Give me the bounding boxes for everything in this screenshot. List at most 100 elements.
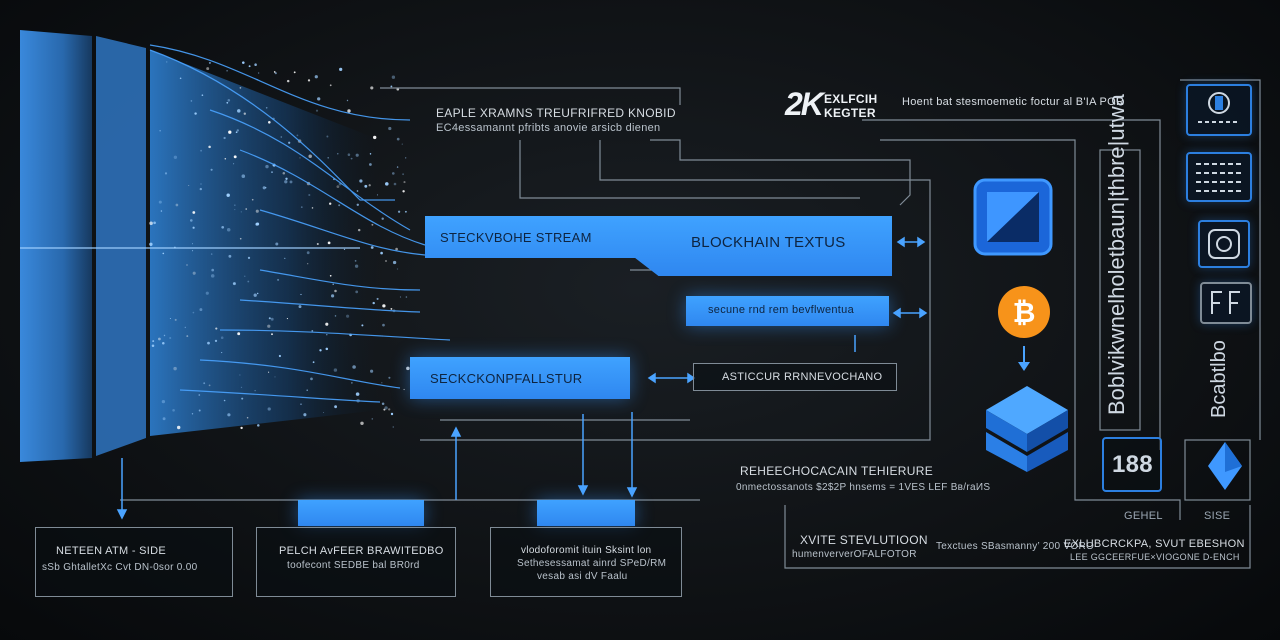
vertical-title-text: Boblvikwnelholetbaun|thbre|utwa	[1104, 94, 1129, 415]
particle	[370, 246, 374, 249]
particle	[303, 413, 307, 417]
particle	[380, 251, 383, 255]
particle	[220, 336, 224, 339]
particle	[206, 67, 210, 71]
particle	[267, 324, 271, 328]
particle	[239, 374, 241, 376]
particle	[331, 294, 335, 298]
particle	[346, 314, 350, 318]
gear-badge-icon[interactable]	[1198, 220, 1250, 268]
particle	[159, 130, 161, 132]
particle	[153, 221, 156, 225]
particle	[210, 274, 215, 278]
footer-right-line-2: LEE GGCEERFUE×VIOGONE D-ENCH	[1070, 552, 1240, 562]
particle	[240, 211, 242, 213]
secure-label: secune rnd rem bevflwentua	[708, 304, 854, 316]
particle	[354, 264, 359, 268]
lock-badge-icon[interactable]	[1186, 84, 1252, 136]
particle	[169, 336, 172, 340]
particle	[392, 260, 397, 265]
particle	[244, 275, 246, 277]
particle	[205, 291, 209, 295]
particle	[329, 202, 332, 205]
particle	[368, 184, 371, 187]
bottom-box-1-line-1: NETEEN ATM - SIDE	[56, 545, 167, 557]
particle	[405, 296, 408, 298]
caption-line-2: EC4essamannt pfribts anovie arsicb diene…	[436, 122, 661, 134]
particle	[158, 337, 161, 341]
ff-badge-icon[interactable]	[1200, 282, 1252, 324]
particle	[149, 221, 153, 226]
counter-box: 188	[1102, 437, 1162, 492]
particle	[403, 388, 405, 391]
particle	[203, 382, 206, 385]
particle	[152, 340, 155, 343]
particle	[355, 153, 359, 157]
particle	[284, 180, 288, 184]
particle	[214, 339, 218, 343]
particle	[391, 172, 395, 175]
particle	[278, 354, 281, 358]
tech-caption-line-2: 0nmectossanots $2$2P hnsems = 1VES LEF B…	[736, 482, 991, 493]
particle	[402, 173, 405, 176]
particle	[241, 174, 246, 178]
particle	[239, 237, 242, 240]
particle	[189, 219, 193, 222]
particle	[223, 399, 226, 402]
particle	[233, 155, 237, 159]
particle	[256, 222, 260, 226]
particle	[282, 172, 286, 175]
particle	[271, 171, 273, 173]
bottom-box-1-line-2: sSb GhtalletXc Cvt DN-0sor 0.00	[42, 562, 198, 573]
bottom-box-3[interactable]: vlodoforomit ituin Sksint lon Sethesessa…	[490, 527, 682, 597]
particle	[338, 204, 341, 207]
particle	[227, 99, 231, 102]
particle	[361, 324, 364, 327]
secondary-block[interactable]: SECKCKONPFALLSTUR	[410, 357, 630, 399]
brand-tagline: Hoent bat stesmoemetic foctur al B'IA PO…	[902, 96, 1125, 108]
particle	[173, 366, 177, 371]
particle	[323, 412, 324, 413]
particle	[315, 109, 319, 112]
particle	[211, 268, 215, 272]
particle	[350, 157, 353, 160]
cube-icon[interactable]	[982, 382, 1072, 474]
secondary-label: SECKCKONPFALLSTUR	[430, 371, 583, 386]
particle	[298, 305, 302, 309]
particle	[308, 193, 311, 197]
bottom-box-3-line-3: vesab asi dV Faalu	[537, 571, 628, 582]
particle	[242, 61, 245, 64]
brand-name-line-1: EXLFCIH	[824, 92, 878, 106]
particle	[384, 406, 388, 410]
bitcoin-icon[interactable]: ₿	[996, 284, 1052, 340]
particle	[392, 426, 394, 428]
particle	[388, 126, 392, 131]
particle	[246, 416, 249, 419]
particle	[270, 317, 274, 321]
particle	[397, 210, 401, 213]
eth-diamond-icon[interactable]	[1206, 440, 1244, 492]
particle	[254, 390, 256, 392]
particle	[381, 217, 384, 220]
particle	[268, 317, 271, 320]
svg-text:₿: ₿	[1013, 296, 1036, 329]
bottom-box-1[interactable]: NETEEN ATM - SIDE sSb GhtalletXc Cvt DN-…	[35, 527, 233, 597]
architecture-label: ASTICCUR RRNNEVOCHANO	[722, 371, 883, 383]
particle	[165, 61, 168, 63]
grid-chip-icon[interactable]	[1186, 152, 1252, 202]
particle	[359, 179, 363, 183]
architecture-box[interactable]: ASTICCUR RRNNEVOCHANO	[693, 363, 897, 391]
particle	[286, 318, 288, 320]
particle	[388, 408, 391, 411]
particle	[346, 99, 349, 102]
footer-mid: Texctues SBasmanny’ 200 VORO	[936, 541, 1095, 552]
particle	[172, 409, 175, 412]
caption-line-1: EAPLE XRAMNS TREUFRIFRED KNOBID	[436, 106, 676, 120]
gehel-label: GEHEL	[1124, 510, 1163, 522]
particle	[326, 135, 329, 138]
secure-block[interactable]: secune rnd rem bevflwentua	[686, 296, 889, 326]
bottom-box-2[interactable]: PELCH AvFEER BRAWITEDBO toofecont SEDBE …	[256, 527, 456, 597]
particle	[284, 257, 286, 260]
square-wallet-icon[interactable]	[972, 177, 1054, 257]
brand-name-line-2: KEGTER	[824, 106, 876, 120]
